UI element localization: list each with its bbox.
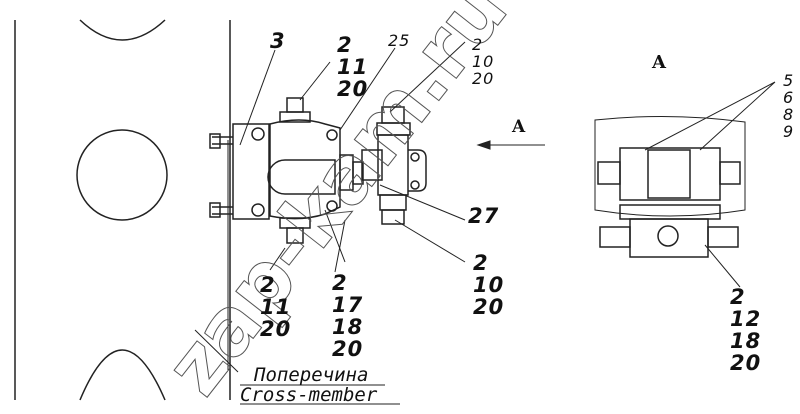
view-arrow-label: A: [512, 117, 527, 137]
callout-27: 27: [468, 204, 500, 228]
callout-25: 25: [388, 31, 411, 50]
view-a-title: A: [652, 52, 667, 73]
tee-fitting: [361, 106, 427, 225]
bracket: [209, 123, 270, 220]
valve: [267, 97, 364, 244]
caption-ru: Поперечина: [254, 364, 369, 386]
caption-en: Cross-member: [240, 384, 378, 406]
cross-member: [14, 19, 231, 401]
view-a: [594, 81, 776, 288]
leader-lines: [194, 41, 545, 405]
callout-3: 3: [270, 29, 286, 53]
